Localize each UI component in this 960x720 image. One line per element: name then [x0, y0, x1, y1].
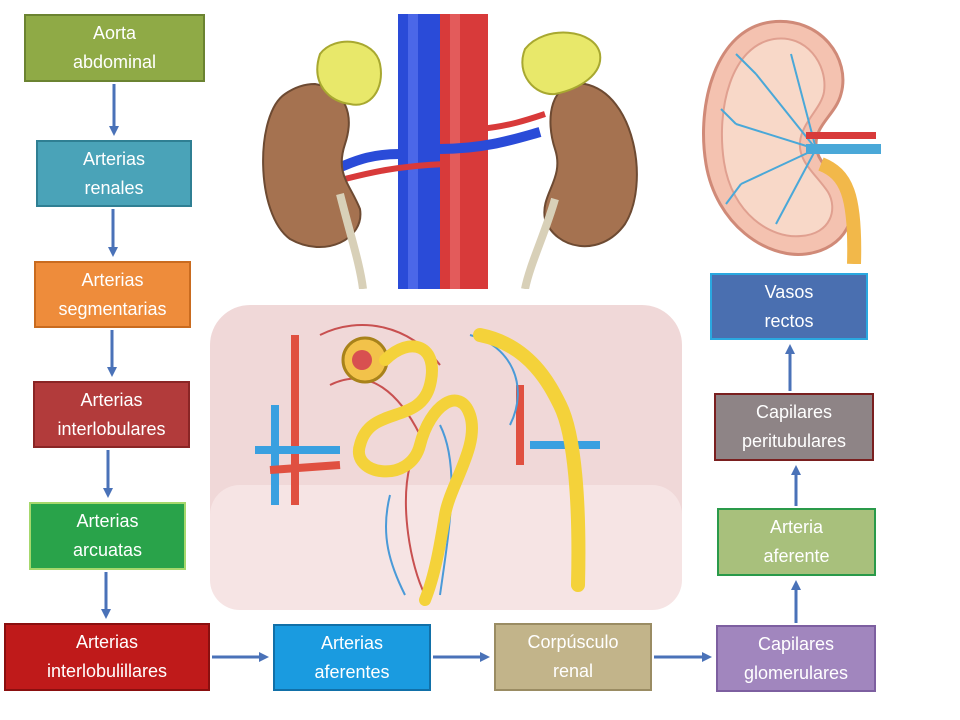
nephron-vasculature-illustration — [210, 305, 682, 610]
kidney-cross-section-illustration — [696, 14, 884, 264]
kidneys-with-aorta-illustration — [255, 14, 655, 289]
